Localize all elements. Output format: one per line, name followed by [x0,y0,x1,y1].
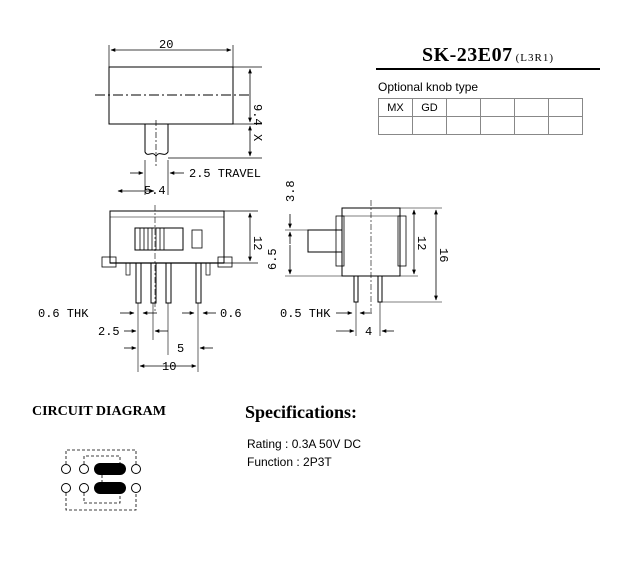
knob-cell [412,116,447,135]
knob-cell [446,98,481,117]
front-view-pins [125,262,211,304]
side-view [285,200,442,336]
dim-label-0-5-thk: 0.5 THK [280,307,331,321]
dim-label-x: X [250,134,264,141]
dim-label-5: 5 [177,342,184,356]
specifications-title: Specifications: [245,402,357,422]
dim-label-12-side: 12 [414,236,428,250]
title-rule [376,68,600,70]
knob-cell [480,116,515,135]
knob-cell: GD [412,98,447,117]
dim-label-9-4: 9.4 [250,104,264,126]
spec-function: Function : 2P3T [247,455,332,469]
side-view-knob [307,229,343,253]
knob-cell [446,116,481,135]
knob-cell [378,116,413,135]
front-view-actuator-ribs [139,228,165,250]
dim-label-2-5: 2.5 [98,325,120,339]
knob-cell [548,116,583,135]
dim-label-20: 20 [159,38,173,52]
dim-label-16: 16 [436,248,450,262]
dim-label-travel: 2.5 TRAVEL [189,167,261,181]
dim-label-12-front: 12 [250,236,264,250]
knob-cell [514,98,549,117]
title-block: SK-23E07(L3R1) [376,44,600,70]
front-view-actuator [134,227,184,251]
dim-label-10: 10 [162,360,176,374]
knob-cell [514,116,549,135]
dim-label-0-6-thk: 0.6 THK [38,307,89,321]
model-code: (L3R1) [515,52,555,64]
knob-cell [548,98,583,117]
knob-type-label: Optional knob type [378,80,479,94]
dim-label-3-8: 3.8 [284,180,298,202]
circuit-diagram-title: CIRCUIT DIAGRAM [32,404,166,419]
spec-rating: Rating : 0.3A 50V DC [247,437,362,451]
knob-table-row [378,116,583,135]
dim-label-5-4: 5.4 [144,184,166,198]
circuit-diagram [61,449,141,511]
circuit-contacts [94,463,126,494]
knob-cell: MX [378,98,413,117]
top-view-actuator [144,124,169,157]
front-view [101,205,258,372]
dim-label-4: 4 [365,325,372,339]
side-view-pin-right [377,275,383,303]
circuit-wiring [65,449,137,511]
model-number: SK-23E07 [421,44,513,66]
circuit-terminals [61,464,141,493]
top-view [95,45,262,195]
knob-cell [480,98,515,117]
dim-label-6-5: 6.5 [266,248,280,270]
front-view-body [109,210,225,264]
knob-table-row: MX GD [378,98,583,117]
side-view-pin-left [353,275,359,303]
model-title: SK-23E07(L3R1) [376,44,600,67]
knob-type-table: MX GD [378,98,583,135]
dim-label-0-6: 0.6 [220,307,242,321]
